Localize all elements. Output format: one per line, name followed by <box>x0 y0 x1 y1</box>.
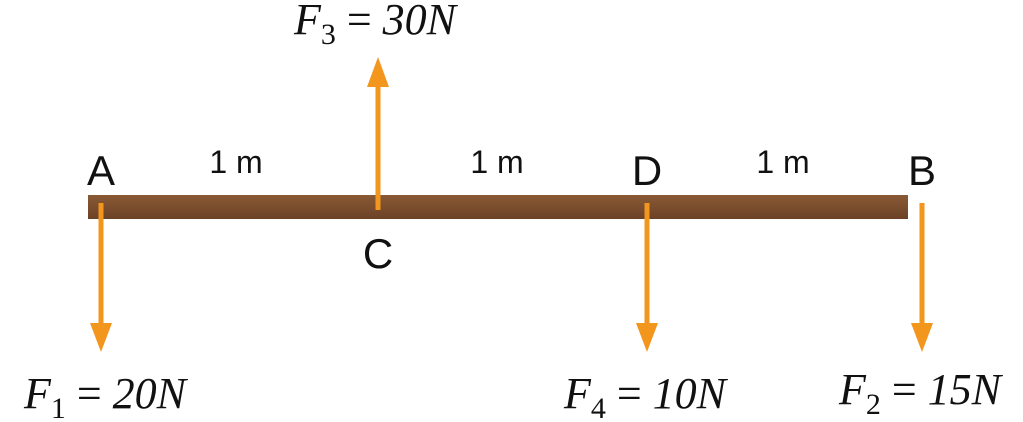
force-label-f3: F3 = 30N <box>293 0 459 51</box>
point-label-a: A <box>87 147 115 194</box>
force-label-f4: F4 = 10N <box>563 369 729 422</box>
distance-label-db: 1 m <box>756 144 809 180</box>
distance-label-ac: 1 m <box>209 144 262 180</box>
force-label-f2: F2 = 15N <box>838 365 1004 421</box>
beam <box>88 195 908 219</box>
force-label-f1: F1 = 20N <box>23 369 189 422</box>
force-arrow-f2 <box>911 203 933 352</box>
point-label-d: D <box>632 147 662 194</box>
distance-label-cd: 1 m <box>470 144 523 180</box>
force-arrow-f1 <box>90 203 112 352</box>
point-label-c: C <box>363 230 393 277</box>
point-label-b: B <box>908 147 936 194</box>
force-arrow-f3 <box>367 57 389 210</box>
force-arrow-f4 <box>636 203 658 352</box>
